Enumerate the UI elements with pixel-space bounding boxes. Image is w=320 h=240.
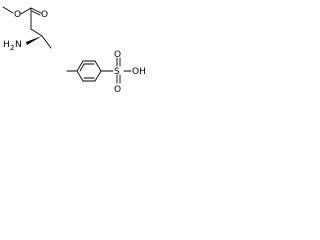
hydroxyl-label: OH xyxy=(132,67,146,77)
amino-ester-molecule: O O H 2 N xyxy=(2,6,52,52)
amine-subscript-label: 2 xyxy=(10,44,14,52)
wedge-bond xyxy=(26,36,42,45)
carbonyl-double-bond-1 xyxy=(30,7,42,14)
toluenesulfonic-acid-molecule: S O O OH xyxy=(66,50,146,95)
carbonyl-double-bond-2 xyxy=(31,10,41,16)
ester-o-carbonyl-bond xyxy=(20,7,32,15)
chiral-methyl-bond xyxy=(41,35,52,49)
sulfonyl-oxygen-top-label: O xyxy=(114,50,121,60)
carbonyl-oxygen-label: O xyxy=(41,10,48,20)
sulfonyl-oxygen-bottom-label: O xyxy=(114,85,121,95)
sulfur-label: S xyxy=(114,67,120,77)
chemical-structure-diagram: O O H 2 N S O O OH xyxy=(2,6,146,95)
amine-n-label: N xyxy=(15,40,22,50)
ch2-chiral-bond xyxy=(30,28,43,37)
amine-h-label: H xyxy=(3,40,10,50)
aromatic-bond-3 xyxy=(79,63,85,72)
ester-oxygen-label: O xyxy=(14,10,21,20)
methyl-bond xyxy=(2,6,14,14)
